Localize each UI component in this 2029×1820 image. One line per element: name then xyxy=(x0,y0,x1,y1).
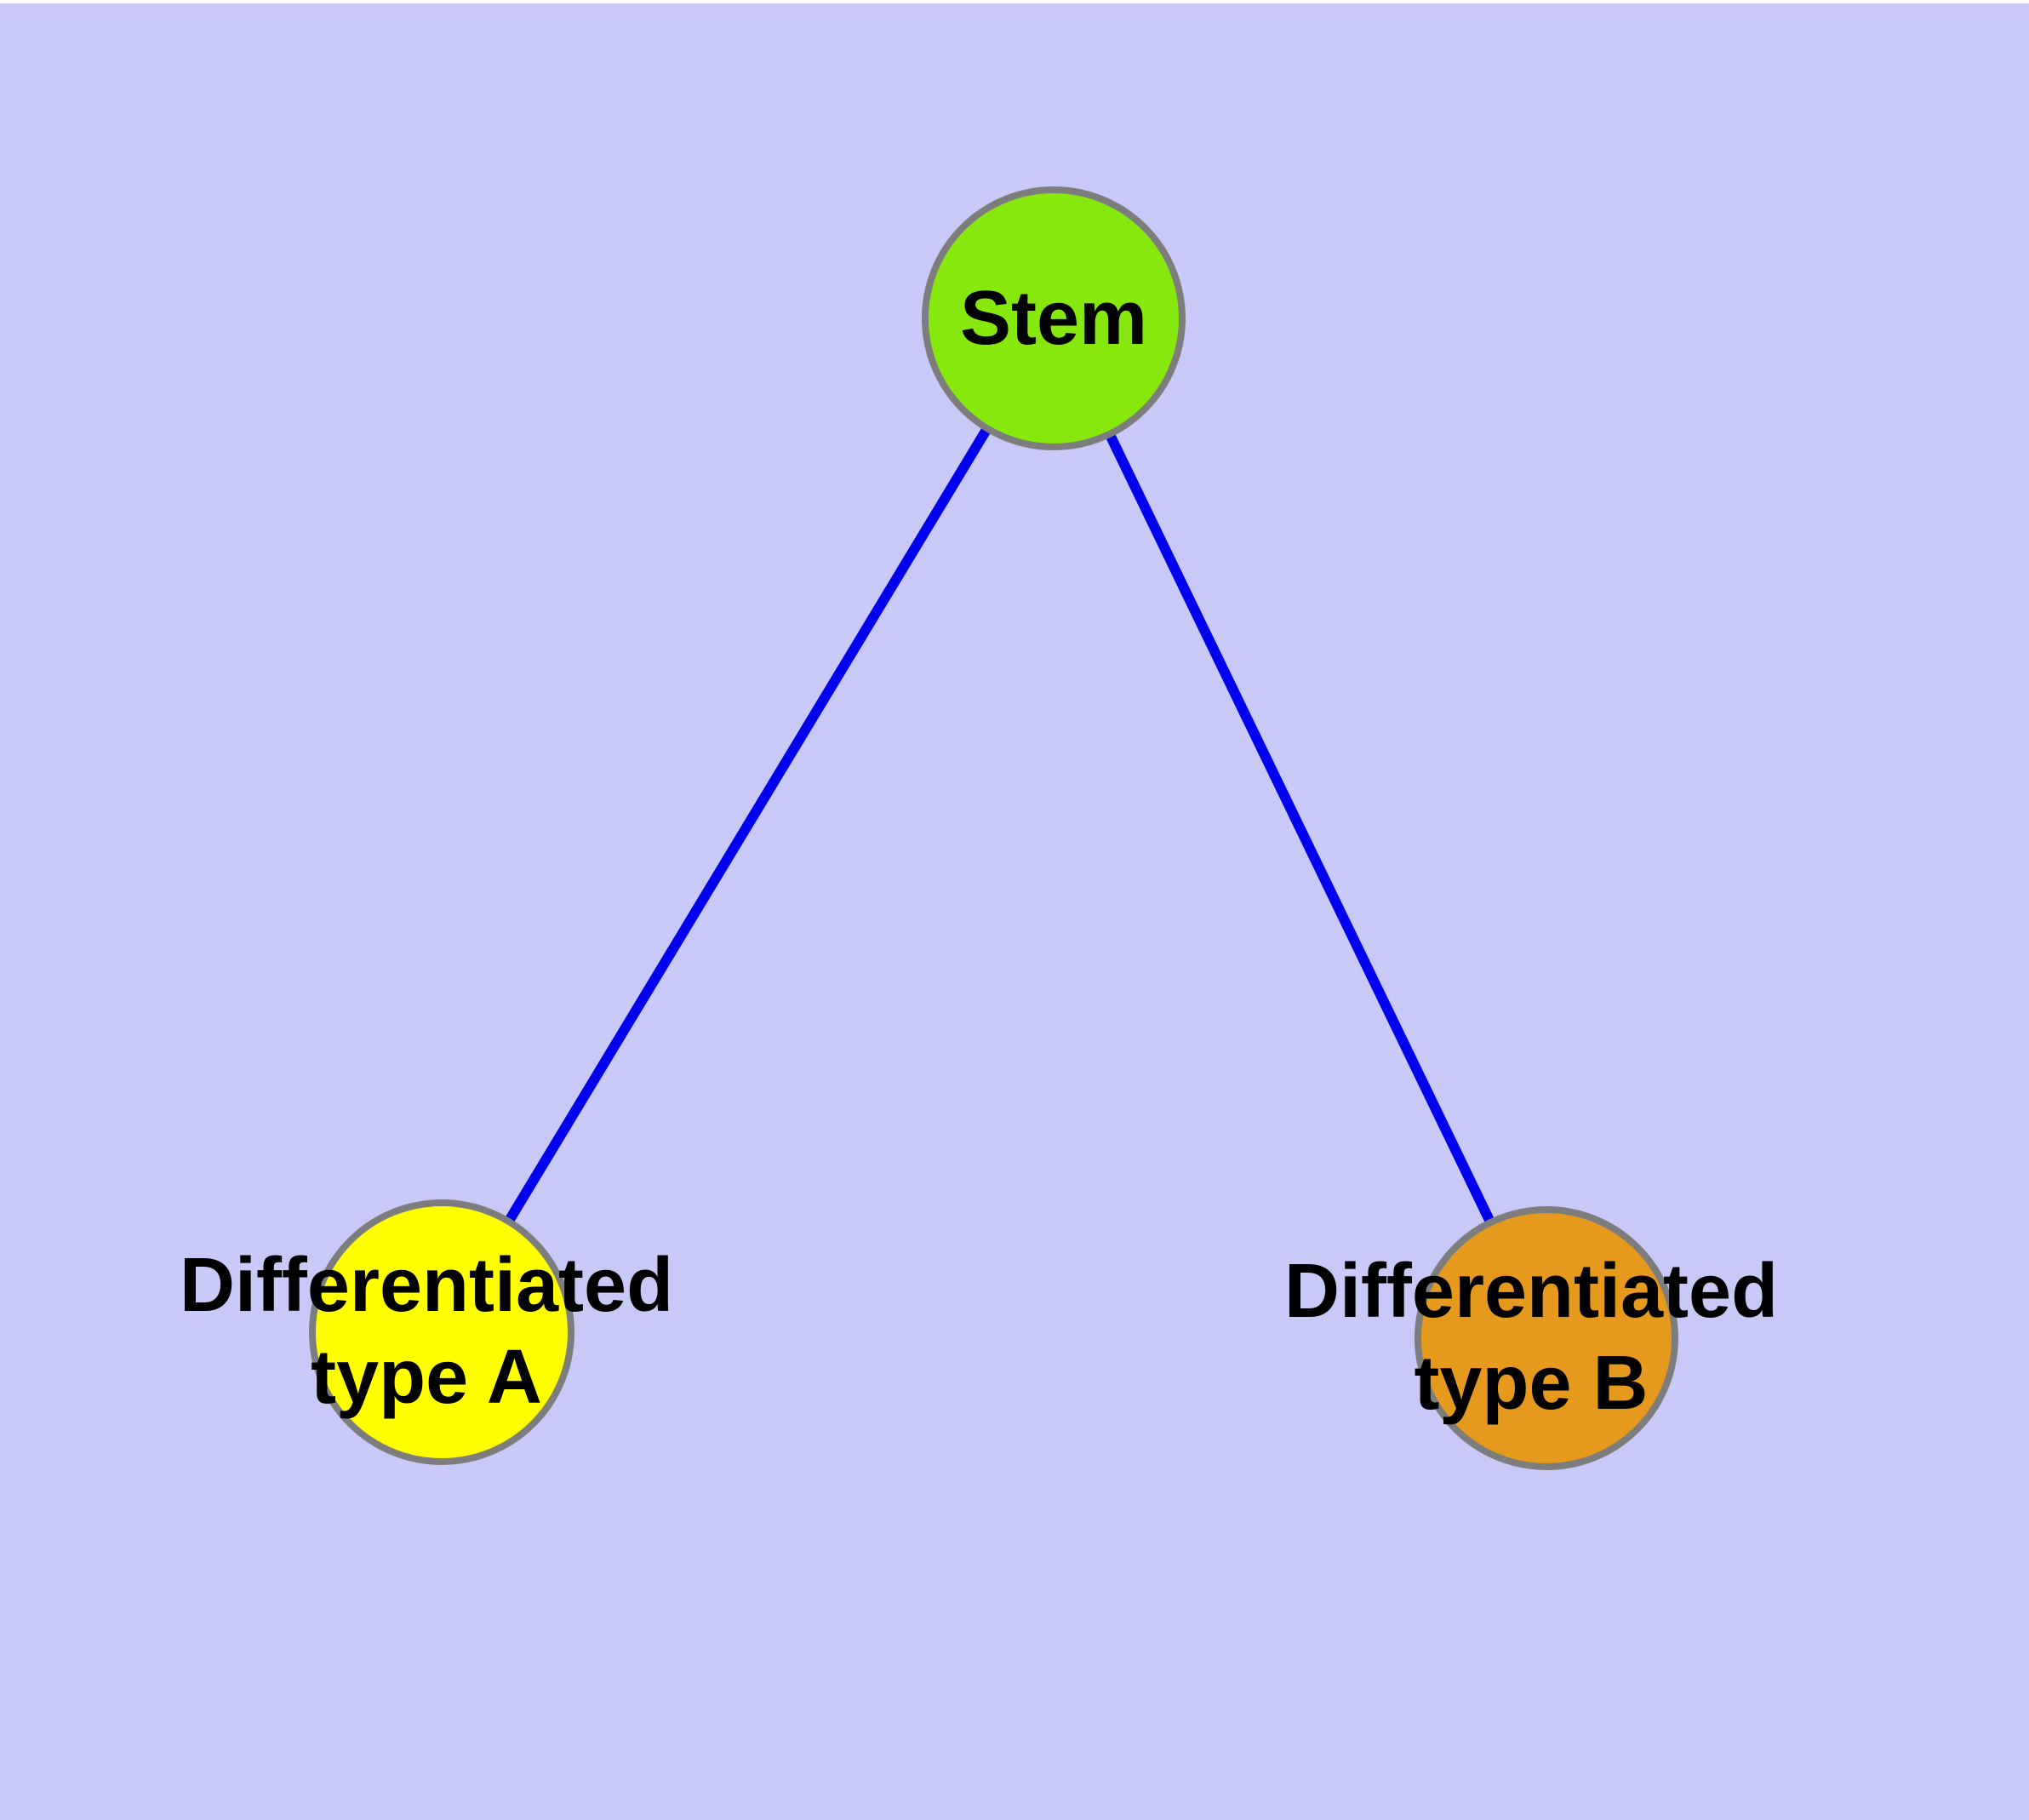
top-margin-strip xyxy=(0,0,2029,3)
node-type-a-label: Differentiated type A xyxy=(179,1243,674,1420)
node-type-b-label: Differentiated type B xyxy=(1283,1249,1779,1426)
node-stem-label: Stem xyxy=(959,276,1148,361)
edge-stem-to-type-a xyxy=(437,315,1059,1336)
node-type-b-circle xyxy=(1415,1206,1678,1470)
node-stem-circle xyxy=(922,186,1186,450)
edge-stem-to-type-b xyxy=(1049,316,1552,1341)
node-type-a-circle xyxy=(309,1199,574,1465)
